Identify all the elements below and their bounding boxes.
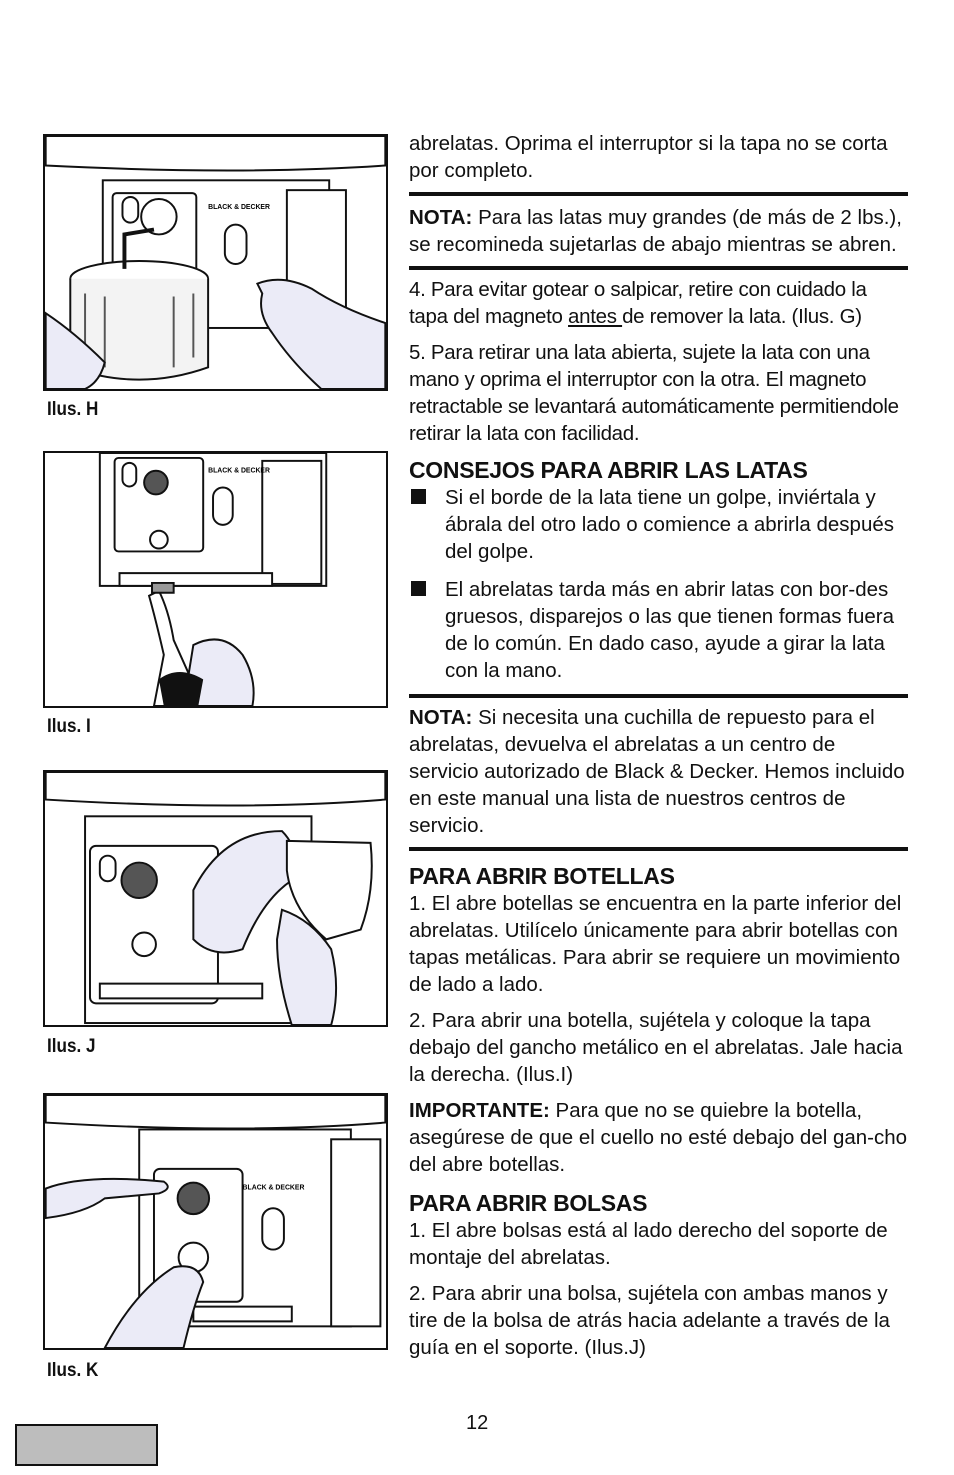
note-label: NOTA: [409,206,473,229]
brand-plate-k: BLACK & DECKER [243,1185,305,1192]
bag-step-1: 1. El abre bolsas está al lado derecho d… [409,1219,888,1269]
bullet-square-icon [411,489,426,504]
figure-i: BLACK & DECKER [43,451,388,708]
note-text: Para las latas muy grandes (de más de 2 … [409,206,902,256]
rule [409,694,908,698]
step-4-text-a: 4. Para evitar gotear o salpicar, retire… [409,278,867,328]
rule [409,192,908,196]
figure-i-caption: Ilus. I [47,716,91,737]
figure-h-caption: Ilus. H [47,399,99,420]
bullet-text: El abrelatas tarda más en abrir latas co… [445,578,894,682]
figure-k-caption: Ilus. K [47,1360,99,1381]
figure-j [43,770,388,1027]
rule [409,266,908,270]
page-number: 12 [466,1412,489,1434]
important-label: IMPORTANTE: [409,1099,550,1122]
heading-consejos: CONSEJOS PARA ABRIR LAS LATAS [409,457,808,483]
bottle-step-1: 1. El abre botellas se encuentra en la p… [409,892,902,996]
bullet-item: Si el borde de la lata tiene un golpe, i… [409,484,909,565]
illustration-bag-opener-icon [45,772,386,1025]
illustration-can-opener-h-icon: BLACK & DECKER [45,136,386,389]
rule [409,847,908,851]
important-text: Para que no se quiebre la botella, asegú… [409,1099,908,1176]
figure-k: BLACK & DECKER [43,1093,388,1350]
bullet-item: El abrelatas tarda más en abrir latas co… [409,576,909,684]
language-tab-marker [15,1424,158,1466]
figure-h: BLACK & DECKER [43,134,388,391]
paragraph-continuation: abrelatas. Oprima el interruptor si la t… [409,132,888,182]
heading-bolsas: PARA ABRIR BOLSAS [409,1190,648,1216]
step-4-text-b: de remover la lata. (Ilus. G) [622,305,862,328]
bottle-step-2: 2. Para abrir una botella, sujétela y co… [409,1009,903,1086]
step-4-underlined: antes [568,305,623,328]
brand-plate-h: BLACK & DECKER [208,204,270,211]
text-column: abrelatas. Oprima el interruptor si la t… [409,130,909,1361]
note-label: NOTA: [409,706,473,729]
note-replacement-blade: NOTA: Si necesita una cuchilla de repues… [409,704,909,839]
bullet-text: Si el borde de la lata tiene un golpe, i… [445,486,894,563]
brand-plate-i: BLACK & DECKER [208,468,270,475]
step-5: 5. Para retirar una lata abierta, sujete… [409,341,899,445]
note-text: Si necesita una cuchilla de repuesto par… [409,706,905,837]
heading-botellas: PARA ABRIR BOTELLAS [409,863,675,889]
important-note: IMPORTANTE: Para que no se quiebre la bo… [409,1097,909,1178]
step-4: 4. Para evitar gotear o salpicar, retire… [409,276,909,330]
note-large-cans: NOTA: Para las latas muy grandes (de más… [409,204,909,258]
bag-step-2: 2. Para abrir una bolsa, sujétela con am… [409,1282,890,1359]
illustration-bottle-opener-icon: BLACK & DECKER [98,453,328,706]
illustration-magnet-release-icon: BLACK & DECKER [45,1095,386,1348]
bullet-square-icon [411,581,426,596]
figure-j-caption: Ilus. J [47,1036,96,1057]
